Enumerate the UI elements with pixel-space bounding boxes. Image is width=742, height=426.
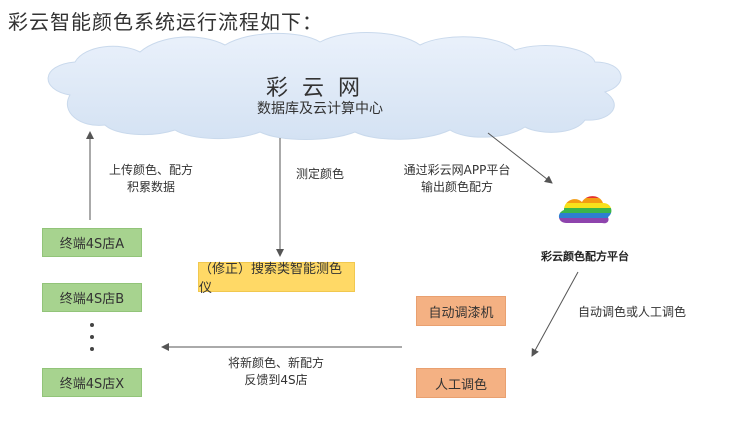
terminal-x: 终端4S店X xyxy=(42,368,142,397)
rainbow-cloud-icon xyxy=(558,196,612,224)
ellipsis-dot xyxy=(90,335,94,339)
platform-label: 彩云颜色配方平台 xyxy=(541,250,629,263)
page-title: 彩云智能颜色系统运行流程如下： xyxy=(8,10,323,34)
output-arrow xyxy=(487,132,553,184)
auto-mixer-box: 自动调漆机 xyxy=(416,296,506,326)
toning-arrow xyxy=(531,271,579,357)
terminal-b: 终端4S店B xyxy=(42,283,142,312)
terminal-a: 终端4S店A xyxy=(42,228,142,257)
toning-label: 自动调色或人工调色 xyxy=(577,305,686,319)
feedback-label: 将新颜色、新配方 反馈到4S店 xyxy=(227,356,324,387)
cloud-subtitle: 数据库及云计算中心 xyxy=(257,101,383,117)
cloud-shape xyxy=(47,32,622,140)
output-label: 通过彩云网APP平台 输出颜色配方 xyxy=(403,163,511,194)
cloud-title: 彩云网 xyxy=(265,76,374,101)
upload-label: 上传颜色、配方 积累数据 xyxy=(108,163,193,194)
ellipsis-dot xyxy=(90,347,94,351)
measure-label: 测定颜色 xyxy=(295,167,344,181)
manual-toning-box: 人工调色 xyxy=(416,368,506,398)
ellipsis-dot xyxy=(90,323,94,327)
instrument-box: （修正）搜索类智能测色仪 xyxy=(198,262,355,296)
